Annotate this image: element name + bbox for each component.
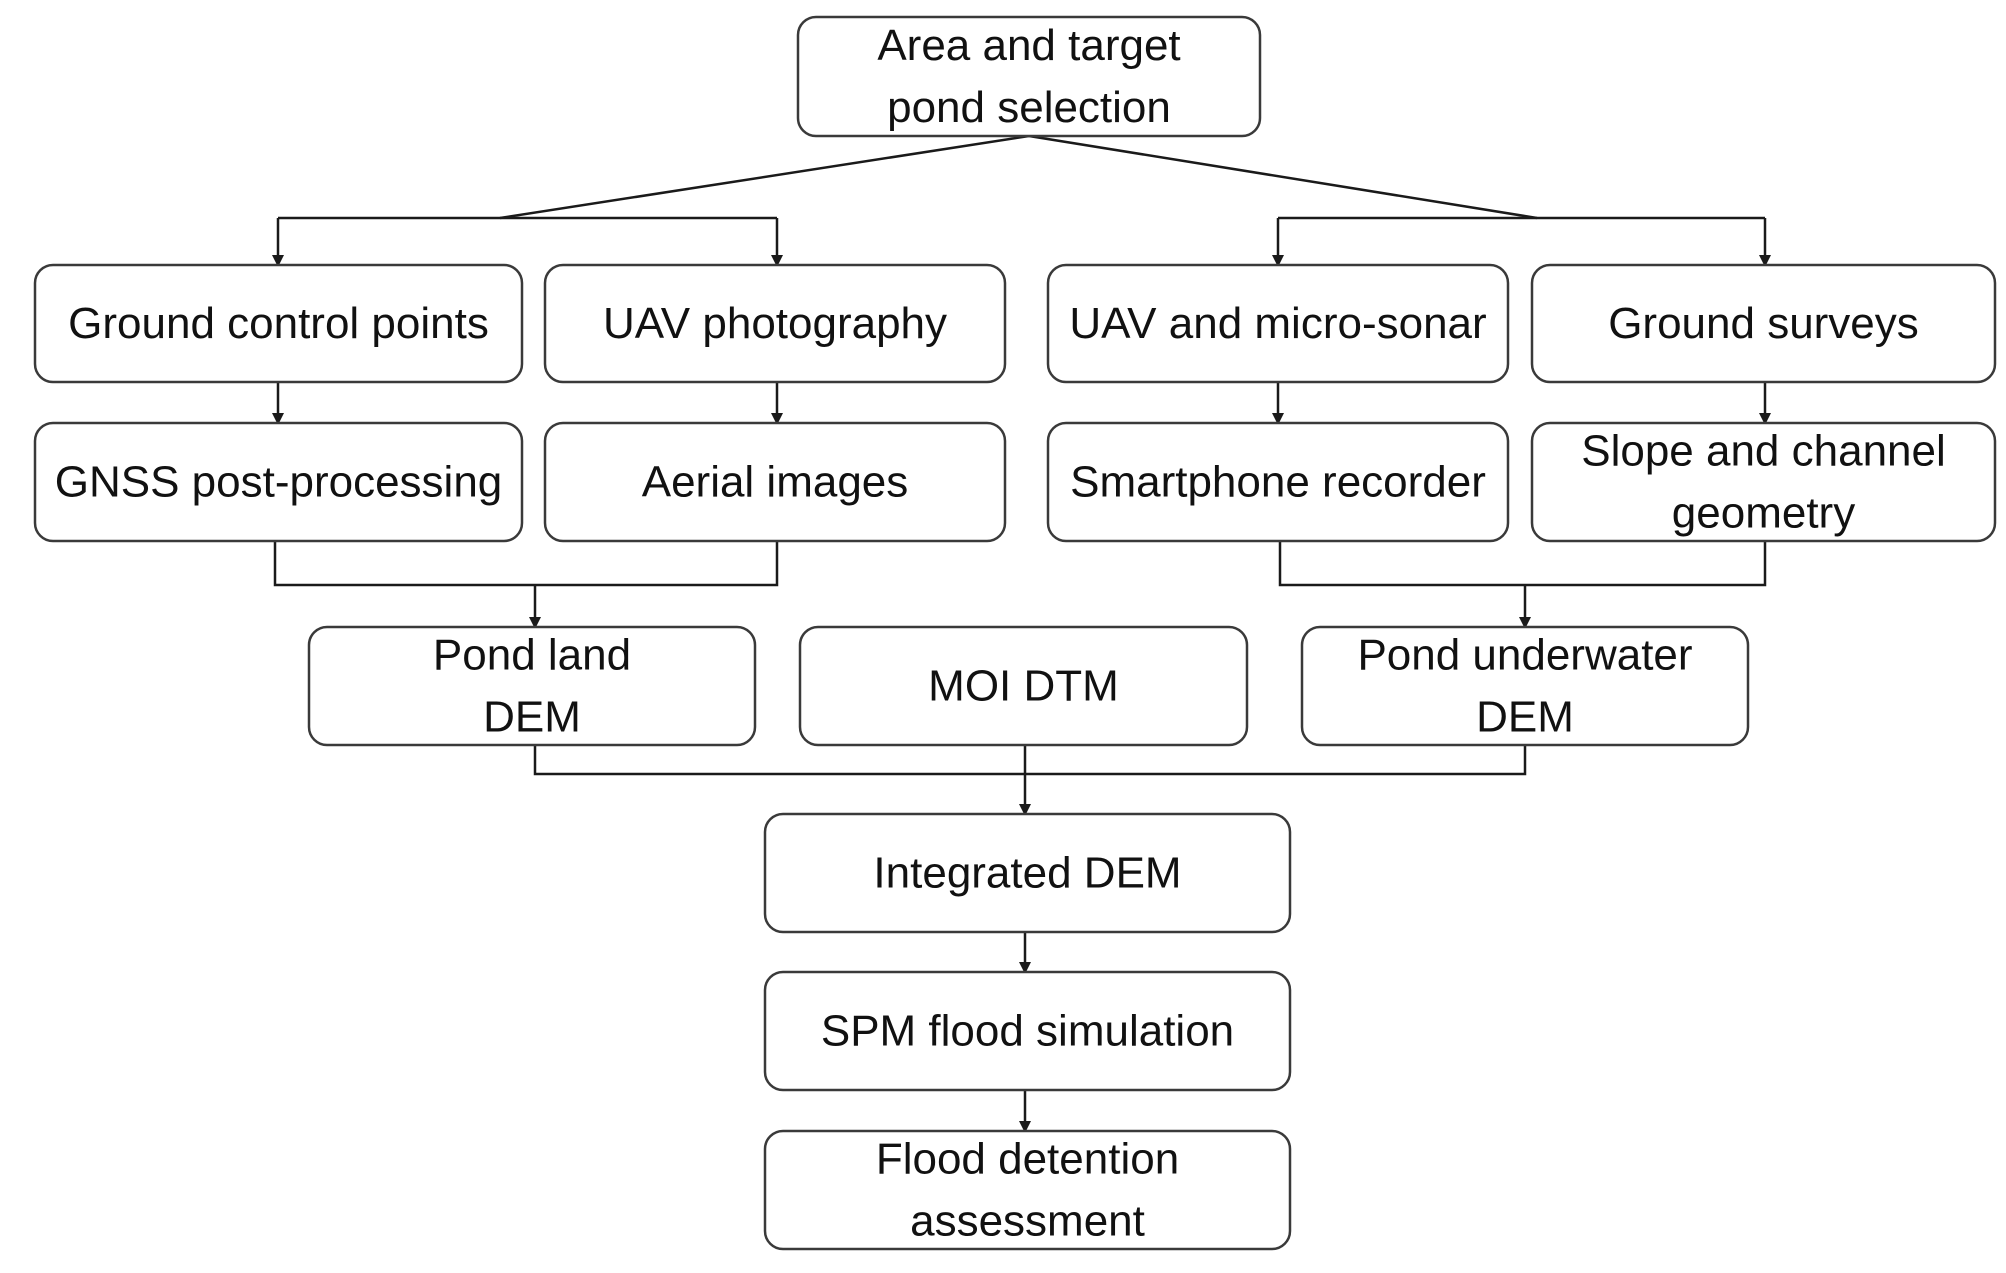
node-label: MOI DTM	[928, 662, 1119, 711]
node-box	[543, 421, 1007, 543]
node-gnss-post-processing: GNSS post-processing	[33, 421, 524, 543]
node-ground-surveys: Ground surveys	[1530, 263, 1997, 384]
node-box	[307, 625, 757, 747]
connector-gnss-aerial-merge	[273, 541, 779, 587]
node-integrated-dem: Integrated DEM	[763, 812, 1292, 934]
node-label: GNSS post-processing	[55, 458, 503, 507]
node-label: Area and target	[877, 21, 1180, 70]
node-label: Pond land	[433, 631, 631, 680]
connector-dem-merge	[533, 745, 1527, 776]
connector-top-to-right-bar	[1028, 134, 1538, 220]
node-box	[1300, 625, 1750, 747]
node-box	[1530, 421, 1997, 543]
node-box	[763, 812, 1292, 934]
node-box	[543, 263, 1007, 384]
node-label: Integrated DEM	[873, 849, 1181, 898]
node-box	[33, 263, 524, 384]
node-label: SPM flood simulation	[821, 1007, 1234, 1056]
node-label: Pond underwater	[1357, 631, 1692, 680]
node-box	[763, 970, 1292, 1092]
node-label: Ground control points	[68, 299, 489, 348]
node-box	[798, 625, 1249, 747]
node-label: Ground surveys	[1608, 299, 1919, 348]
node-label: DEM	[1476, 693, 1574, 742]
node-label: Aerial images	[642, 458, 909, 507]
node-label: pond selection	[887, 83, 1171, 132]
node-box	[1046, 263, 1510, 384]
node-label: UAV and micro-sonar	[1069, 299, 1486, 348]
node-label: assessment	[910, 1197, 1145, 1246]
node-label: UAV photography	[603, 299, 947, 348]
node-label: DEM	[483, 693, 581, 742]
node-spm-flood-simulation: SPM flood simulation	[763, 970, 1292, 1092]
node-aerial-images: Aerial images	[543, 421, 1007, 543]
node-box	[763, 1129, 1292, 1251]
node-smartphone-recorder: Smartphone recorder	[1046, 421, 1510, 543]
node-label: Slope and channel	[1581, 427, 1946, 476]
node-label: Smartphone recorder	[1070, 458, 1486, 507]
node-box	[796, 15, 1262, 138]
connector-smartphone-slope-merge	[1278, 541, 1767, 587]
node-box	[33, 421, 524, 543]
node-area-selection: Area and target pond selection	[796, 15, 1262, 138]
node-uav-photography: UAV photography	[543, 263, 1007, 384]
node-uav-micro-sonar: UAV and micro-sonar	[1046, 263, 1510, 384]
node-moi-dtm: MOI DTM	[798, 625, 1249, 747]
node-label: Flood detention	[876, 1135, 1179, 1184]
node-slope-channel-geometry: Slope and channel geometry	[1530, 421, 1997, 543]
node-box	[1530, 263, 1997, 384]
connector-top-to-left-bar	[499, 134, 1030, 220]
node-ground-control-points: Ground control points	[33, 263, 524, 384]
node-label: geometry	[1672, 489, 1855, 538]
connector-layer	[272, 134, 1771, 1133]
node-box	[1046, 421, 1510, 543]
node-flood-detention-assessment: Flood detention assessment	[763, 1129, 1292, 1251]
